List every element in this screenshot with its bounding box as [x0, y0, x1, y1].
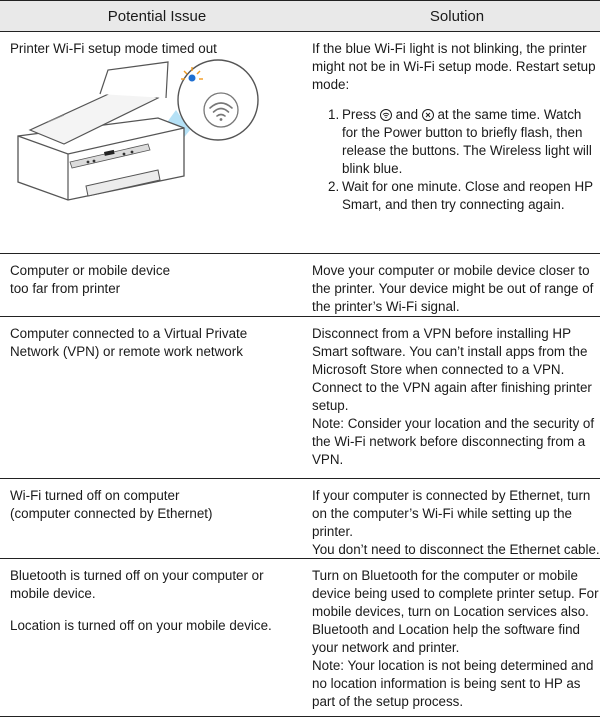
steps-list: 1. Press and at the same time. Watch for…: [328, 106, 600, 214]
solution-cell: Turn on Bluetooth for the computer or mo…: [312, 559, 600, 716]
issue-line: Computer connected to a Virtual Private: [10, 326, 248, 341]
issue-line: too far from printer: [10, 281, 121, 296]
header-solution: Solution: [429, 7, 485, 25]
issue-line: mobile device.: [10, 586, 96, 601]
issue-cell: Bluetooth is turned off on your computer…: [0, 559, 298, 716]
issue-text: Printer Wi-Fi setup mode timed out: [10, 41, 217, 56]
issue-line: Wi-Fi turned off on computer: [10, 488, 180, 503]
solution-text-2: You don’t need to disconnect the Etherne…: [312, 542, 600, 557]
issue-line: Computer or mobile device: [10, 263, 171, 278]
issue-line: Network (VPN) or remote work network: [10, 344, 243, 359]
solution-intro: If the blue Wi-Fi light is not blinking,…: [312, 41, 596, 92]
table-row: Wi-Fi turned off on computer (computer c…: [0, 479, 600, 559]
printer-illustration: [17, 59, 259, 201]
solution-cell: Disconnect from a VPN before installing …: [312, 317, 600, 478]
solution-cell: If your computer is connected by Etherne…: [312, 479, 600, 558]
list-item: 1. Press and at the same time. Watch for…: [328, 107, 592, 176]
solution-text: Turn on Bluetooth for the computer or mo…: [312, 568, 599, 655]
list-item: 2. Wait for one minute. Close and reopen…: [328, 179, 593, 212]
issue-cell: Wi-Fi turned off on computer (computer c…: [0, 479, 298, 558]
issue-line: (computer connected by Ethernet): [10, 506, 213, 521]
table-row: Bluetooth is turned off on your computer…: [0, 559, 600, 717]
step-number: 2.: [328, 179, 340, 194]
header-potential-issue: Potential Issue: [107, 7, 207, 25]
table-row: Printer Wi-Fi setup mode timed out: [0, 32, 600, 254]
issue-line: Bluetooth is turned off on your computer…: [10, 568, 264, 583]
solution-text: Disconnect from a VPN before installing …: [312, 326, 592, 413]
table-header: Potential Issue Solution: [0, 0, 600, 32]
solution-text: If your computer is connected by Etherne…: [312, 488, 591, 539]
note-text: Note: Consider your location and the sec…: [312, 416, 595, 467]
step-number: 1.: [328, 107, 340, 122]
issue-cell: Computer connected to a Virtual Private …: [0, 317, 298, 478]
solution-cell: Move your computer or mobile device clos…: [312, 254, 600, 316]
cancel-icon: [421, 109, 434, 121]
solution-cell: If the blue Wi-Fi light is not blinking,…: [312, 32, 600, 253]
solution-text: Move your computer or mobile device clos…: [312, 263, 594, 314]
issue-cell: Computer or mobile device too far from p…: [0, 254, 298, 316]
note-text: Note: Your location is not being determi…: [312, 658, 594, 709]
table-row: Computer connected to a Virtual Private …: [0, 317, 600, 479]
issue-cell: Printer Wi-Fi setup mode timed out: [0, 32, 298, 253]
table-row: Computer or mobile device too far from p…: [0, 254, 600, 317]
wireless-icon: [379, 109, 392, 121]
issue-line-2: Location is turned off on your mobile de…: [10, 618, 272, 633]
